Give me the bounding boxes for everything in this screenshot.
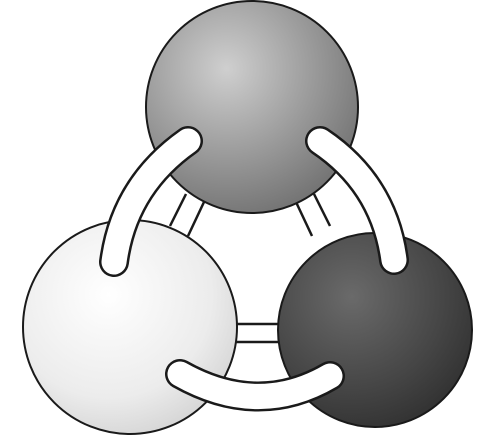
sphere-top bbox=[146, 1, 358, 213]
band-left-right bbox=[180, 374, 330, 397]
